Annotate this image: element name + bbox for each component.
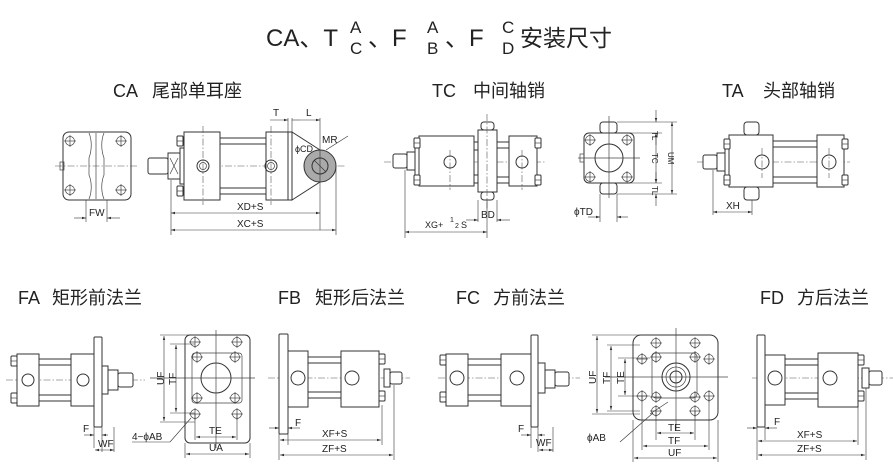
ca-dim-xd: XD+S — [237, 202, 264, 213]
title-frac2-top: A — [427, 18, 439, 37]
ca-dim-t: T — [273, 108, 279, 119]
tc-dim-xg-num: 1 — [450, 217, 454, 224]
tc-side-view: XG+ 1 2 S BD — [384, 114, 545, 238]
section-ta: TA 头部轴销 XH — [697, 81, 850, 215]
ta-dim-xh: XH — [726, 201, 740, 212]
fd-code: FD — [760, 288, 784, 308]
fa-end-view: UF TF TE UA 4−ϕAB — [132, 330, 255, 458]
fa-name: 矩形前法兰 — [52, 288, 142, 308]
title-suffix: 安装尺寸 — [520, 25, 612, 51]
fa-dim-ab: 4−ϕAB — [132, 432, 163, 443]
fc-dim-wf: WF — [536, 438, 552, 449]
title-frac1-top: A — [350, 18, 362, 37]
title-prefix: CA、T — [266, 25, 338, 52]
tc-dim-tl-top: TL — [650, 131, 659, 141]
fb-dim-f: F — [295, 418, 301, 429]
tc-dim-tc: TC — [650, 153, 659, 164]
title-frac3-bottom: D — [502, 39, 514, 58]
tc-dim-xg: XG+ — [425, 220, 443, 230]
section-fd: FD 方后法兰 — [587, 288, 893, 462]
fd-dim-te-h: TE — [668, 423, 681, 434]
fd-dim-tf: TF — [602, 372, 613, 384]
tc-dim-xg-den: 2 — [455, 223, 459, 230]
ta-code: TA — [722, 81, 744, 101]
fd-end-view: UF TF TE TE TF UF ϕAB — [587, 328, 728, 462]
fd-name: 方后法兰 — [797, 288, 869, 308]
ca-dim-fw: FW — [89, 208, 105, 219]
fa-dim-te: TE — [209, 426, 222, 437]
ca-side-view: MR ϕCD T L XD+S XC+S — [147, 108, 349, 235]
section-fb: FB 矩形后法兰 F XF+S ZF+S — [268, 288, 410, 460]
fd-dim-f: F — [774, 417, 780, 428]
fa-dim-wf: WF — [98, 439, 114, 450]
section-ca: CA 尾部单耳座 FW — [55, 81, 349, 235]
fa-dim-f: F — [83, 424, 89, 435]
ca-dim-xc: XC+S — [237, 219, 264, 230]
ca-name: 尾部单耳座 — [152, 81, 242, 101]
fd-dim-uf: UF — [588, 371, 599, 384]
fd-dim-te: TE — [616, 371, 627, 384]
fb-dim-xf: XF+S — [322, 429, 348, 440]
fc-side-view: F WF — [438, 334, 580, 452]
fa-dim-uf: UF — [156, 372, 167, 385]
tc-code: TC — [432, 81, 456, 101]
ca-end-view: FW — [55, 131, 138, 222]
fa-code: FA — [18, 288, 40, 308]
fa-dim-ua: UA — [209, 443, 223, 454]
fd-dim-uf-h: UF — [668, 448, 681, 459]
fb-dim-zf: ZF+S — [322, 444, 347, 455]
fc-dim-f: F — [518, 424, 524, 435]
section-fc: FC 方前法兰 F WF — [438, 288, 580, 452]
ta-name: 头部轴销 — [763, 81, 835, 101]
title-sep2: 、F — [445, 25, 484, 52]
section-tc: TC 中间轴销 — [384, 81, 677, 238]
fb-side-view: F XF+S ZF+S — [268, 333, 410, 460]
ca-dim-mr: MR — [322, 135, 338, 146]
title-frac3-top: C — [502, 18, 514, 37]
ca-code: CA — [113, 81, 138, 101]
title-frac1-bottom: C — [350, 39, 362, 58]
fb-name: 矩形后法兰 — [315, 288, 405, 308]
tc-dim-bd: BD — [481, 210, 495, 221]
fb-code: FB — [278, 288, 301, 308]
fd-side-view: F XF+S ZF+S — [747, 334, 893, 460]
title-frac2-bottom: B — [427, 39, 438, 58]
ca-dim-cd: ϕCD — [295, 144, 314, 154]
main-title: CA、T A C 、F A B 、F C D 安装尺寸 — [266, 18, 612, 58]
tc-end-view: TL TC UM TL ϕTD — [574, 110, 677, 222]
fd-dim-tf-h: TF — [668, 436, 680, 447]
section-fa: FA 矩形前法兰 F WF — [6, 288, 255, 458]
fd-dim-xf: XF+S — [797, 430, 823, 441]
tc-dim-tl-bottom: TL — [650, 186, 659, 196]
tc-dim-td: ϕTD — [574, 207, 593, 218]
ca-dim-l: L — [306, 108, 312, 119]
fa-side-view: F WF — [6, 336, 145, 452]
fd-dim-ab: ϕAB — [587, 433, 606, 444]
tc-name: 中间轴销 — [473, 81, 545, 101]
fc-code: FC — [456, 288, 480, 308]
title-sep1: 、F — [368, 25, 407, 52]
tc-dim-xg-s: S — [461, 220, 467, 230]
fa-dim-tf: TF — [168, 373, 179, 385]
ta-side-view: XH — [697, 121, 850, 215]
tc-dim-um: UM — [666, 152, 675, 165]
fc-name: 方前法兰 — [493, 288, 565, 308]
fd-dim-zf: ZF+S — [797, 444, 822, 455]
